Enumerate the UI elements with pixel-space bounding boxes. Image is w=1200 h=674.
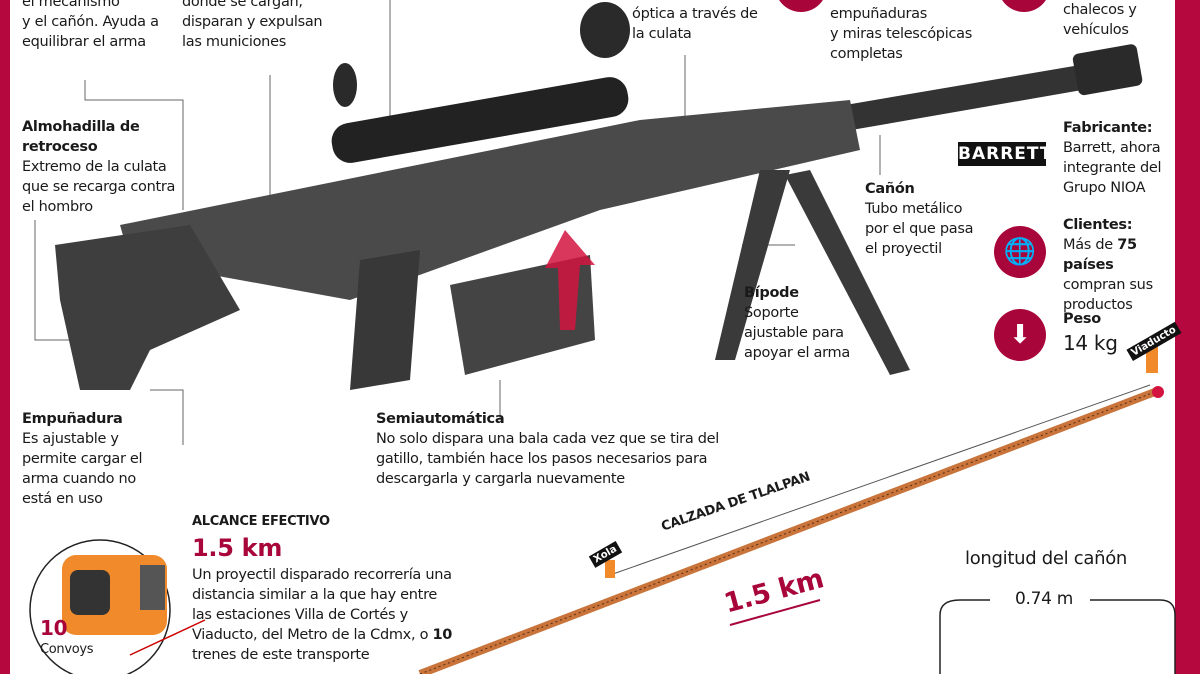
label-body: Extremo de la culata que se recarga cont… xyxy=(22,159,176,215)
label-title: Fabricante: xyxy=(1063,120,1153,136)
targets-description: chalecos y vehículos xyxy=(1063,0,1137,40)
label-body: compran sus productos xyxy=(1063,277,1153,313)
barrett-logo: BARRETT xyxy=(958,142,1053,166)
text-line: disparan y expulsan xyxy=(182,14,323,30)
label-body: Tubo metálico por el que pasa el proyect… xyxy=(865,201,974,257)
text: trenes de este transporte xyxy=(192,647,370,663)
stock-description: el mecanismo y el cañón. Ayuda a equilib… xyxy=(22,0,159,52)
label-body: Soporte ajustable para apoyar el arma xyxy=(744,305,850,361)
text-line: y el cañón. Ayuda a xyxy=(22,14,159,30)
range-title: ALCANCE EFECTIVO xyxy=(192,514,330,529)
convoy-count: 10 xyxy=(40,616,68,640)
left-border xyxy=(0,0,10,674)
text-line: equilibrar el arma xyxy=(22,34,146,50)
range-value: 1.5 km xyxy=(192,534,283,562)
label-body: No solo dispara una bala cada vez que se… xyxy=(376,431,719,487)
text-line: la culata xyxy=(632,26,692,42)
weight-value: 14 kg xyxy=(1063,331,1118,355)
weight-info: Peso 14 kg xyxy=(1063,309,1118,357)
barrel-length-title: longitud del cañón xyxy=(965,548,1128,569)
range-description: Un proyectil disparado recorrería una di… xyxy=(192,565,454,665)
label-body: Más de xyxy=(1063,237,1118,253)
text-line: chalecos y xyxy=(1063,2,1137,18)
right-border xyxy=(1175,0,1200,674)
text-bold: 10 xyxy=(432,627,453,643)
semiauto-label: Semiautomática No solo dispara una bala c… xyxy=(376,409,736,489)
label-title: Bípode xyxy=(744,285,799,301)
label-title: Peso xyxy=(1063,311,1101,327)
grip-label: Empuñadura Es ajustable y permite cargar … xyxy=(22,409,157,509)
text-line: y miras telescópicas xyxy=(830,26,972,42)
text-line: empuñaduras xyxy=(830,6,928,22)
globe-icon: 🌐 xyxy=(994,226,1046,278)
label-body: Es ajustable y permite cargar el arma cu… xyxy=(22,431,143,507)
text-line: el mecanismo xyxy=(22,0,120,10)
text-line: óptica a través de xyxy=(632,6,758,22)
label-title: Almohadilla de retroceso xyxy=(22,119,140,155)
clients-count: 75 países xyxy=(1063,237,1137,273)
label-body: Barrett, ahora integrante del Grupo NIOA xyxy=(1063,140,1162,196)
label-title: Empuñadura xyxy=(22,411,123,427)
text-line: vehículos xyxy=(1063,22,1129,38)
weight-icon: ⬇ xyxy=(994,309,1046,361)
accessories-description: empuñaduras y miras telescópicas complet… xyxy=(830,4,972,64)
label-title: Cañón xyxy=(865,181,915,197)
text: Un proyectil disparado recorrería una di… xyxy=(192,567,452,643)
convoy-label: Convoys xyxy=(40,642,94,657)
label-title: Clientes: xyxy=(1063,217,1133,233)
text-line: las municiones xyxy=(182,34,286,50)
label-title: Semiautomática xyxy=(376,411,505,427)
barrel-length-value: 0.74 m xyxy=(1015,589,1074,609)
manufacturer-info: Fabricante: Barrett, ahora integrante del… xyxy=(1063,118,1173,198)
text-line: donde se cargan, xyxy=(182,0,303,10)
optics-description: óptica a través de la culata xyxy=(632,4,758,44)
chamber-description: donde se cargan, disparan y expulsan las… xyxy=(182,0,323,52)
clients-info: Clientes: Más de 75 países compran sus pr… xyxy=(1063,215,1178,315)
text-line: completas xyxy=(830,46,903,62)
